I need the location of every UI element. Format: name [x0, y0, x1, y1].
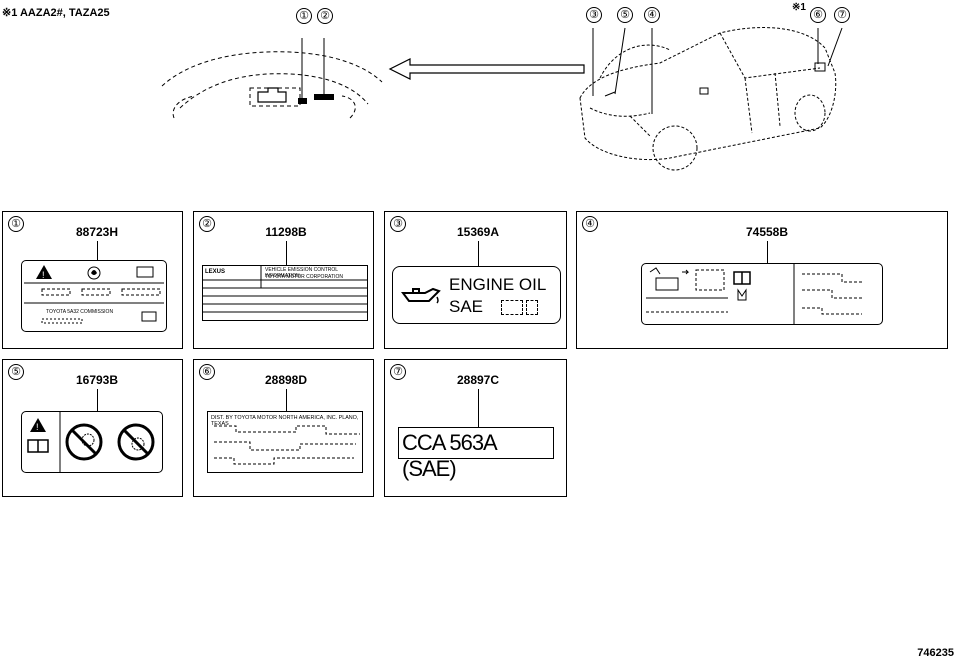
panel-1: ① 88723H ! TOYOTA 5A32 COMMISSION: [2, 211, 183, 349]
callout-4: ④: [644, 7, 660, 23]
header-text: VEHICLE EMISSION CONTROL INFORMATION: [265, 267, 338, 279]
label-engine-oil: ENGINE OIL SAE: [392, 266, 561, 324]
diagram-id: 746235: [917, 647, 954, 659]
warning-icons: !: [24, 265, 164, 324]
panel-number: ④: [582, 216, 598, 232]
panel-number: ①: [8, 216, 24, 232]
engine-oil-text: ENGINE OIL: [449, 275, 547, 294]
part-number[interactable]: 74558B: [745, 225, 789, 239]
emission-table: [203, 266, 367, 313]
callout-5: ⑤: [617, 7, 633, 23]
callout-3: ③: [586, 7, 602, 23]
panel-4: ④ 74558B: [576, 211, 948, 349]
part-number[interactable]: 28897C: [456, 373, 500, 387]
vehicle-note-mark: ※1: [792, 2, 806, 13]
sae-text: SAE: [449, 297, 484, 316]
label-caution-battery: ! TOYOTA 5A32 COMMISSION: [21, 260, 167, 332]
svg-text:!: !: [36, 422, 39, 432]
arrow-left-icon: [388, 58, 585, 80]
distributor-fields: [214, 425, 360, 465]
engine-bay-illustration: [161, 38, 383, 119]
callout-7: ⑦: [834, 7, 850, 23]
panel-2: ② 11298B LEXUS VEHICLE EMISSION CONTROL …: [193, 211, 374, 349]
label-emission-info: LEXUS VEHICLE EMISSION CONTROL INFORMATI…: [202, 265, 368, 321]
callout-1: ①: [296, 8, 312, 24]
panel-6: ⑥ 28898D DIST. BY TOYOTA MOTOR NORTH AME…: [193, 359, 374, 497]
svg-text:!: !: [42, 270, 45, 280]
distributor-text: DIST. BY TOYOTA MOTOR NORTH AMERICA, INC…: [211, 415, 359, 427]
panel-7: ⑦ 28897C CCA 563A (SAE): [384, 359, 567, 497]
part-number[interactable]: 88723H: [75, 225, 119, 239]
panel-number: ⑦: [390, 364, 406, 380]
part-number[interactable]: 15369A: [456, 225, 500, 239]
label-distributor: DIST. BY TOYOTA MOTOR NORTH AMERICA, INC…: [207, 411, 363, 473]
part-number[interactable]: 28898D: [264, 373, 308, 387]
callout-6: ⑥: [810, 7, 826, 23]
label-text: TOYOTA 5A32 COMMISSION: [46, 309, 114, 315]
label-compressor-oil: CCA 563A (SAE): [398, 427, 554, 481]
part-number[interactable]: 11298B: [265, 225, 307, 239]
panel-number: ⑤: [8, 364, 24, 380]
fan-caution-icons: !: [27, 412, 155, 472]
oil-can-icon: [401, 287, 441, 304]
code-text: CCA 563A (SAE): [402, 430, 497, 481]
panel-5: ⑤ 16793B !: [2, 359, 183, 497]
label-fan-caution: !: [21, 411, 163, 473]
callout-2: ②: [317, 8, 333, 24]
label-battery-caution: [641, 263, 883, 325]
panel-3: ③ 15369A ENGINE OIL SAE: [384, 211, 567, 349]
part-number[interactable]: 16793B: [75, 373, 119, 387]
battery-label-drawing: [646, 264, 862, 324]
maker-text: TOYOTA MOTOR CORPORATION: [265, 274, 343, 280]
panel-number: ②: [199, 216, 215, 232]
vehicle-illustration: [579, 27, 843, 171]
model-note: ※1 AAZA2#, TAZA25: [2, 7, 110, 19]
panel-number: ③: [390, 216, 406, 232]
panel-number: ⑥: [199, 364, 215, 380]
brand-text: LEXUS: [205, 269, 226, 275]
